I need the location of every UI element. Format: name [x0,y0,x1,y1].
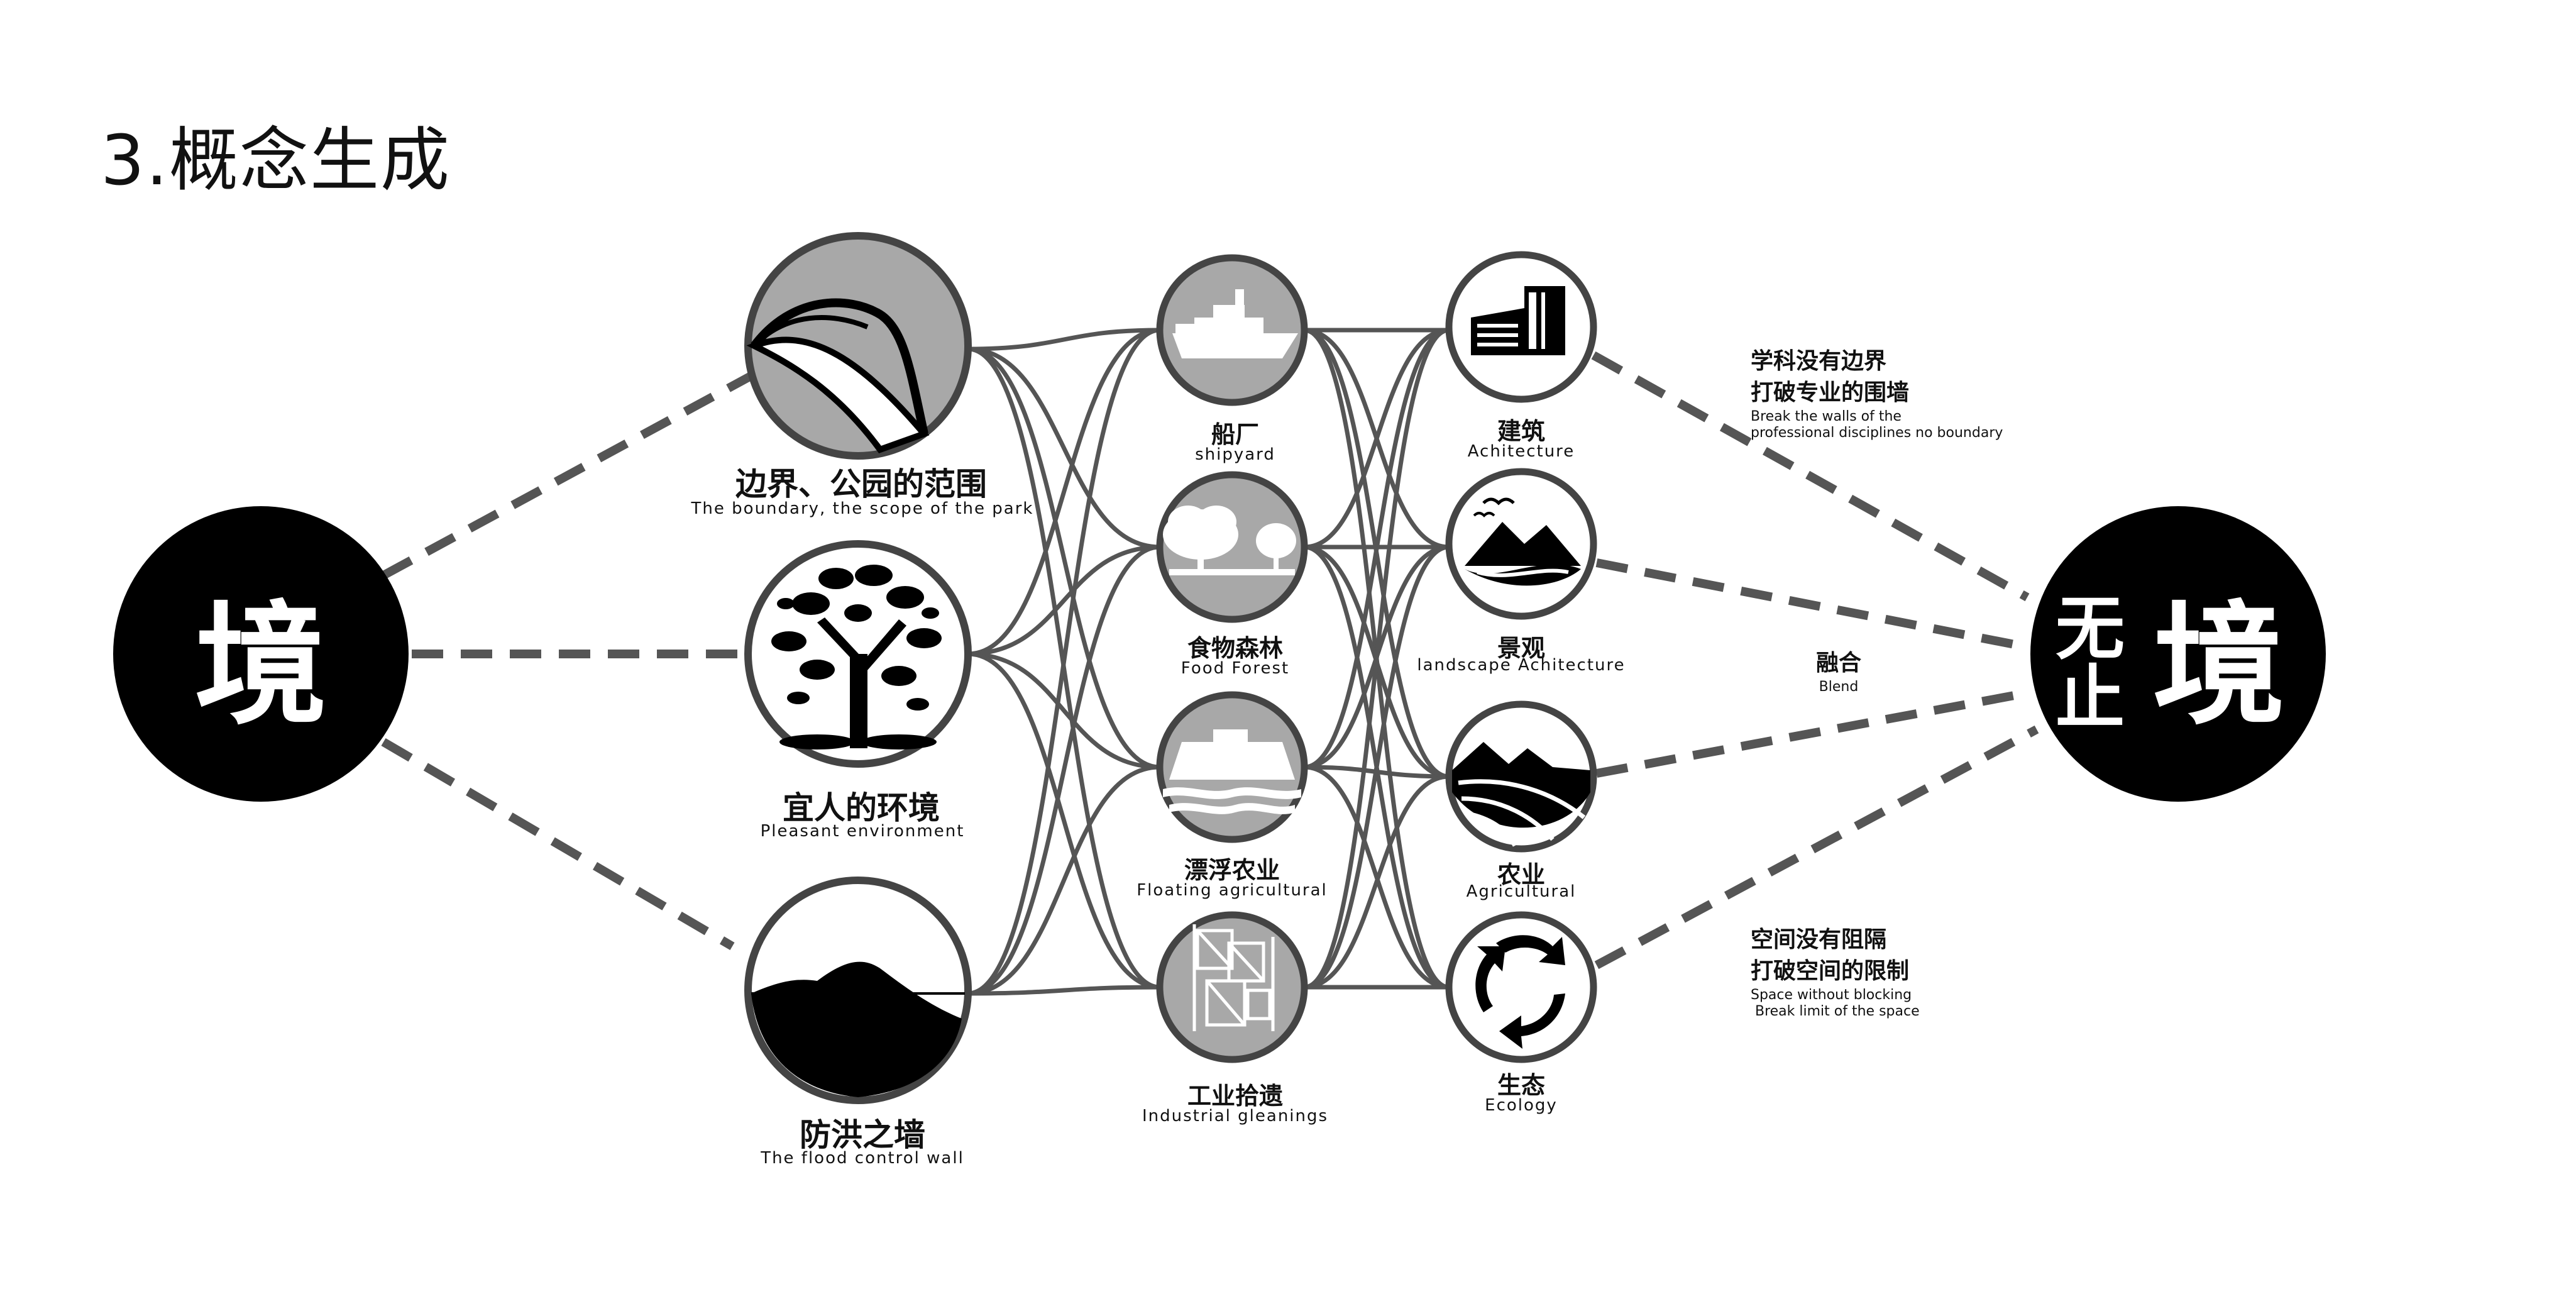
connector-c2-3-c3-0 [1304,328,1450,990]
floating-farm-icon [1163,729,1301,814]
farmland-icon [1452,742,1590,847]
connector-c1-2-c2-0 [967,328,1160,996]
dashed-link-right-3 [1595,690,2019,778]
col2-label-en-1: Food Forest [1181,659,1290,678]
dashed-links-left [381,370,757,951]
connector-c1-2-c2-3 [967,985,1160,996]
forest-icon [1163,506,1296,575]
note-top: 学科没有边界 打破专业的围墙 Break the walls of the pr… [1751,346,2003,441]
dashed-link-right-4 [1594,725,2039,970]
col3-label-cn-2: 农业 [1497,861,1546,888]
col1-label-cn-1: 宜人的环境 [783,790,940,826]
col2-label-en-3: Industrial gleanings [1142,1107,1329,1126]
col1-label-cn-2: 防洪之墙 [800,1117,925,1153]
connector-c1-2-c2-1 [967,545,1160,996]
dashed-link-right-1 [1591,351,2030,602]
note-top-cn-2: 打破专业的围墙 [1751,380,1910,406]
leaf-curve-icon [746,298,930,453]
col3-label-cn-3: 生态 [1497,1071,1546,1099]
connector-c1-0-c2-1 [967,346,1160,550]
col3-node-3 [1445,911,1597,1063]
col3-label-cn-1: 景观 [1497,634,1546,662]
connector-c1-2-c2-2 [967,765,1160,996]
note-top-en-1: Break the walls of the [1751,409,1902,424]
col2-label-en-2: Floating agricultural [1137,881,1328,900]
left-circle-char: 境 [194,589,328,743]
mountain-birds-icon [1465,497,1581,586]
col3-label-en-2: Agricultural [1466,882,1577,901]
col3-label-en-0: Achitecture [1467,442,1575,461]
col3-label-cn-0: 建筑 [1497,418,1546,445]
connector-c1-1-c2-0 [967,328,1160,656]
ship-icon [1172,289,1298,358]
left-main-circle [113,506,409,802]
note-bottom-cn-2: 打破空间的限制 [1751,958,1910,984]
col2-label-en-0: shipyard [1195,445,1275,464]
building-icon [1471,286,1565,355]
industrial-frame-icon [1192,924,1275,1031]
connector-c1-1-c2-1 [967,545,1160,656]
note-bottom-en-2: Break limit of the space [1751,1004,1920,1019]
right-main-circle [2030,506,2326,802]
col3-label-en-1: landscape Achitecture [1417,656,1626,675]
right-circle-char-1: 无 [2056,589,2125,669]
col1-label-cn-0: 边界、公园的范围 [735,466,987,502]
note-mid-cn: 融合 [1815,650,1862,676]
note-mid-en: Blend [1819,679,1859,695]
note-top-en-2: professional disciplines no boundary [1751,425,2003,441]
col2-label-cn-0: 船厂 [1211,421,1260,448]
dashed-link-right-2 [1595,558,2016,649]
dashed-link-left-top [381,370,757,580]
col1-label-en-1: Pleasant environment [760,822,965,841]
connector-c2-1-c3-0 [1304,328,1450,550]
right-circle-char-3: 境 [2152,589,2286,743]
col2-label-cn-3: 工业拾遗 [1187,1082,1284,1110]
col2-node-3 [1156,911,1308,1063]
hill-wave-icon [751,961,965,1097]
col2-label-cn-1: 食物森林 [1187,634,1284,662]
note-bottom-cn-1: 空间没有阻隔 [1751,927,1887,953]
col3-node-1 [1445,468,1597,620]
recycle-arrows-icon [1475,935,1565,1049]
col2-label-cn-2: 漂浮农业 [1184,856,1280,884]
connector-c2-3-c3-2 [1304,774,1450,990]
note-bottom: 空间没有阻隔 打破空间的限制 Space without blocking Br… [1751,924,1920,1020]
col1-node-1 [744,540,972,768]
tree-icon [771,565,942,750]
note-mid: 融合 Blend [1816,648,1861,695]
connector-c1-1-c2-2 [967,651,1160,770]
col3-node-2 [1445,700,1597,853]
col3-node-0 [1445,251,1597,403]
note-top-cn-1: 学科没有边界 [1751,348,1887,374]
dashed-link-left-bottom [381,738,735,951]
connector-lines [967,328,1450,996]
col1-label-en-2: The flood control wall [761,1149,964,1168]
note-bottom-en-1: Space without blocking [1751,987,1912,1003]
connector-c1-0-c2-0 [967,328,1160,351]
page-title: 3.概念生成 [101,120,451,201]
dashed-links-right [1591,351,2039,970]
col3-label-en-3: Ecology [1485,1096,1558,1115]
col2-node-1 [1156,471,1308,623]
right-circle-char-2: 止 [2056,658,2125,738]
connector-c1-0-c2-2 [967,346,1160,770]
connector-c1-1-c2-3 [967,651,1160,990]
connector-c2-3-c3-1 [1304,545,1450,990]
col2-node-2 [1156,691,1308,843]
col1-label-en-0: The boundary, the scope of the park [691,499,1034,518]
col1-node-0 [744,232,972,460]
col2-node-0 [1156,254,1308,406]
connector-c2-2-c3-0 [1304,328,1450,770]
col1-node-2 [744,877,972,1104]
